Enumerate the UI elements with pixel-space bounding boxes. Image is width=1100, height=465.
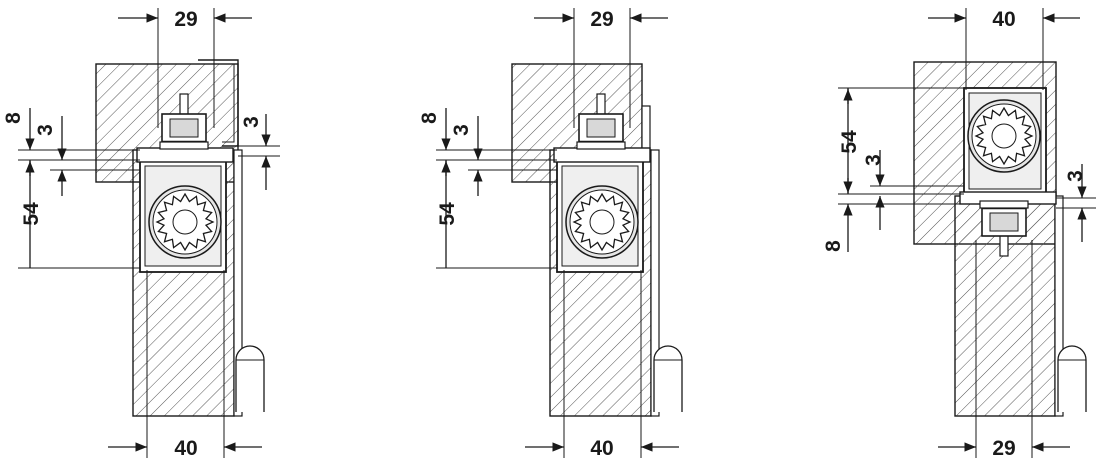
mounting-plate [553,147,651,163]
dim-left-3: 3 [34,124,57,136]
hinge-icon [235,345,265,413]
dim-bottom-width: 40 [590,437,613,460]
dim-left-8: 8 [2,112,25,124]
dim-left-54: 54 [436,202,459,226]
dim-bottom-width: 40 [174,437,197,460]
dim-right-3: 3 [240,116,263,128]
dim-left-8: 8 [418,112,441,124]
view-1: 29 40 8 3 54 3 [2,8,280,460]
dim-bottom-width: 29 [992,437,1015,460]
pinion-gear-icon [148,185,222,259]
dim-top-width: 29 [590,8,613,31]
dim-right-3: 3 [1064,170,1087,182]
dim-left-3: 3 [862,154,885,166]
dim-left-54: 54 [20,202,43,226]
hinge-icon [1057,345,1087,413]
pinion-gear-icon [967,99,1041,173]
dim-top-width: 29 [174,8,197,31]
view-2: 29 40 8 3 54 [418,8,683,460]
hinge-icon [653,345,683,413]
dim-left-8: 8 [822,240,845,252]
view-3: 40 29 54 3 8 3 [822,8,1096,460]
mounting-plate [136,147,234,163]
dim-left-54: 54 [838,130,861,154]
pinion-gear-icon [565,185,639,259]
dim-top-width: 40 [992,8,1015,31]
dim-left-3: 3 [450,124,473,136]
